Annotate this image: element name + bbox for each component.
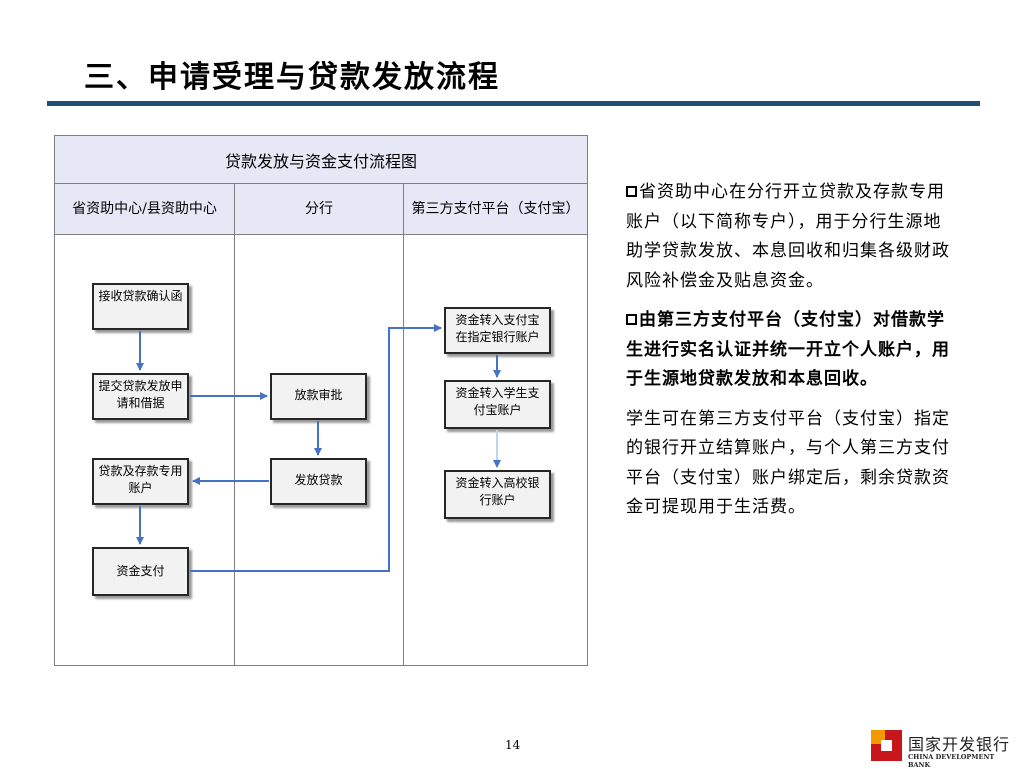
checkbox-bullet-icon <box>626 186 637 197</box>
title-divider <box>47 101 980 106</box>
node-loan-approval: 放款审批 <box>270 373 367 420</box>
paragraph-third-party-account: 由第三方支付平台（支付宝）对借款学生进行实名认证并统一开立个人账户，用于生源地贷… <box>626 310 950 389</box>
lane-divider <box>403 184 404 666</box>
checkbox-bullet-icon <box>626 314 637 325</box>
flowchart-title: 贷款发放与资金支付流程图 <box>55 136 587 184</box>
bank-name-cn: 国家开发银行 <box>908 735 1011 754</box>
lane-header-third-party-platform: 第三方支付平台（支付宝） <box>404 184 587 235</box>
node-loan-deposit-account: 贷款及存款专用账户 <box>92 458 189 505</box>
node-transfer-to-student-alipay: 资金转入学生支付宝账户 <box>444 380 551 429</box>
lane-header-provincial-center: 省资助中心/县资助中心 <box>55 184 234 235</box>
lane-divider <box>234 184 235 666</box>
bank-name-en: CHINA DEVELOPMENT BANK <box>908 753 995 769</box>
node-issue-loan: 发放贷款 <box>270 458 367 505</box>
node-submit-loan-application: 提交贷款发放申请和借据 <box>92 373 189 420</box>
node-transfer-to-university-bank: 资金转入高校银行账户 <box>444 470 551 519</box>
bank-logo: 国家开发银行 CHINA DEVELOPMENT BANK <box>871 729 1011 769</box>
node-transfer-to-alipay-bank-account: 资金转入支付宝在指定银行账户 <box>444 307 551 354</box>
cdb-logo-icon <box>871 730 902 761</box>
page-number: 14 <box>505 738 521 752</box>
paragraph-special-account: 省资助中心在分行开立贷款及存款专用账户（以下简称专户），用于分行生源地助学贷款发… <box>626 182 950 291</box>
lane-header-branch: 分行 <box>235 184 403 235</box>
node-fund-payment: 资金支付 <box>92 547 189 596</box>
node-receive-loan-confirmation: 接收贷款确认函 <box>92 283 189 330</box>
paragraph-student-withdrawal: 学生可在第三方支付平台（支付宝）指定的银行开立结算账户，与个人第三方支付平台（支… <box>626 408 950 518</box>
slide-title: 三、申请受理与贷款发放流程 <box>84 60 500 95</box>
description-panel: 省资助中心在分行开立贷款及存款专用账户（以下简称专户），用于分行生源地助学贷款发… <box>626 178 951 533</box>
